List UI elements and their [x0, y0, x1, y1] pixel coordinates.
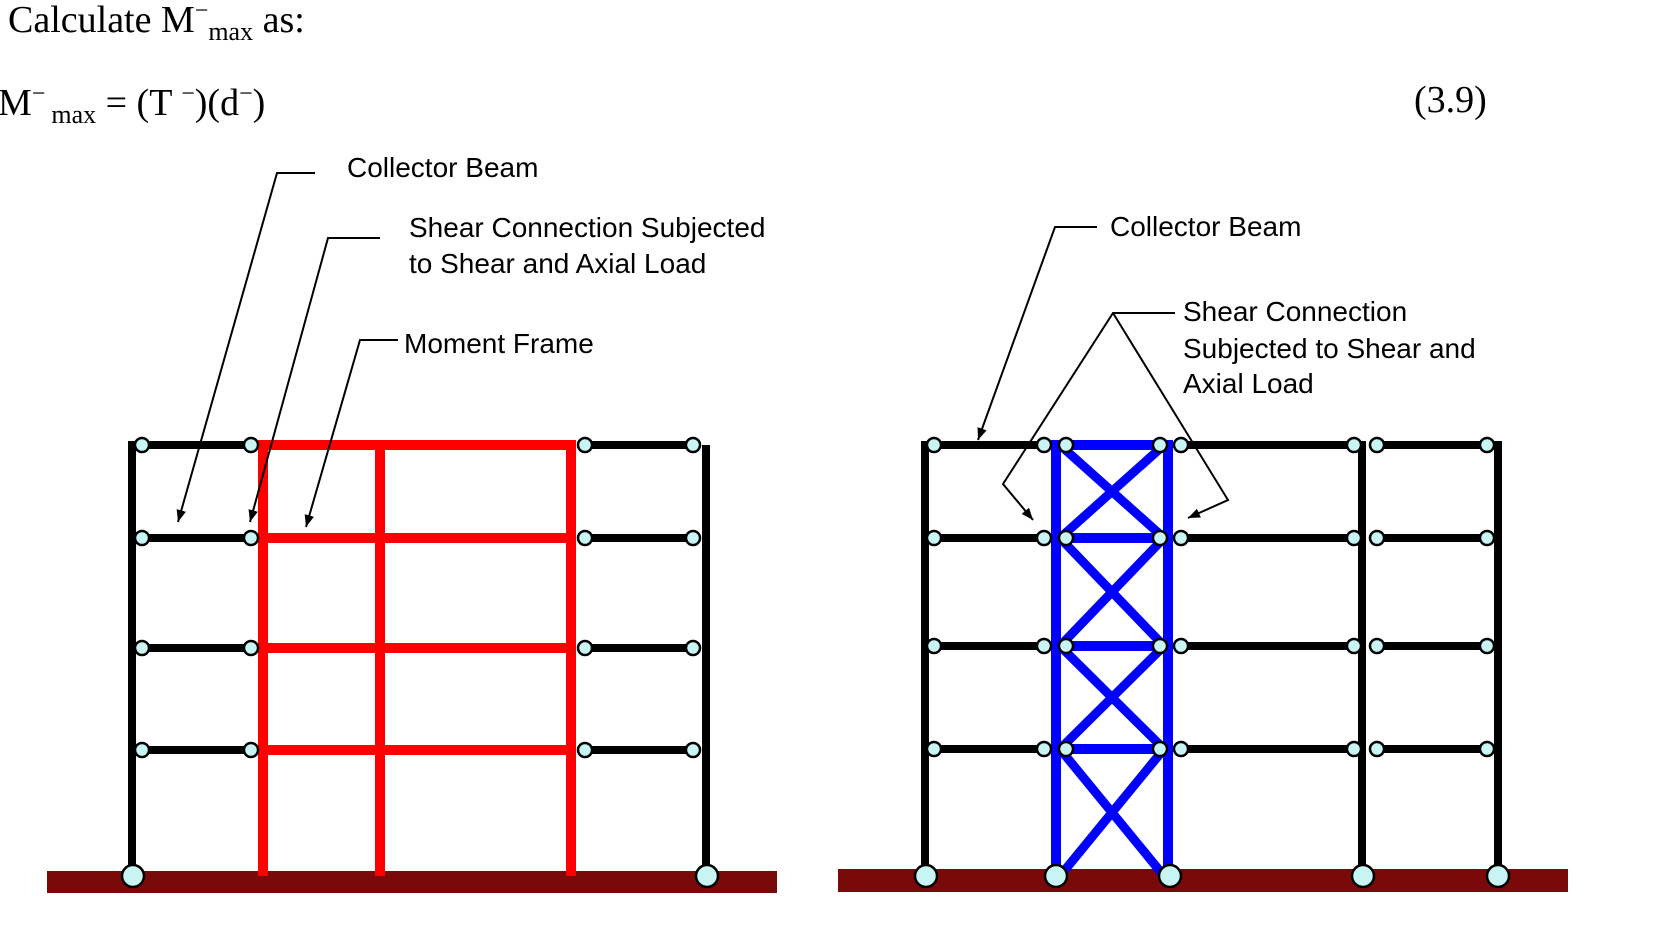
pin-joint: [1057, 529, 1075, 547]
pin-joint: [684, 741, 702, 759]
pin-joint: [242, 436, 260, 454]
leader-collector-beam: [176, 172, 315, 523]
braced-frame-diagram: [838, 226, 1568, 892]
pin-joint: [1478, 740, 1496, 758]
pin-joint: [242, 741, 260, 759]
pin-joint: [133, 436, 151, 454]
pin-joint: [576, 639, 594, 657]
base-pin: [1157, 863, 1183, 889]
pin-joint: [1057, 740, 1075, 758]
pin-joint: [1345, 436, 1363, 454]
leader-shear-connection: [1001, 312, 1175, 521]
leader-collector-beam: [977, 226, 1097, 441]
pin-joint: [1057, 637, 1075, 655]
base-pin: [1350, 863, 1376, 889]
pin-joint: [242, 639, 260, 657]
pin-joint: [1151, 436, 1169, 454]
equation-number: (3.9): [1414, 79, 1487, 121]
base-pin: [1043, 863, 1069, 889]
base-pin: [120, 863, 146, 889]
pin-joint: [1368, 529, 1386, 547]
label-shear-connection-right-1: Shear Connection: [1183, 296, 1407, 327]
pin-joint: [1345, 529, 1363, 547]
x-brace: [1056, 534, 1168, 650]
pin-joint: [1151, 740, 1169, 758]
pin-joint: [1172, 436, 1190, 454]
pin-joint: [684, 436, 702, 454]
ground: [838, 869, 1568, 892]
pin-joint: [576, 529, 594, 547]
pin-joint: [242, 529, 260, 547]
base-pin: [694, 863, 720, 889]
pin-joint: [1151, 637, 1169, 655]
pin-joint: [1345, 637, 1363, 655]
pin-joint: [133, 529, 151, 547]
equation: M−max = (T −)(d−): [0, 81, 265, 129]
pin-joint: [576, 436, 594, 454]
pin-joint: [133, 741, 151, 759]
x-brace: [1056, 746, 1168, 879]
label-shear-connection-left-2: to Shear and Axial Load: [409, 248, 706, 279]
pin-joint: [1172, 740, 1190, 758]
pin-joint: [1035, 529, 1053, 547]
label-collector-beam-right: Collector Beam: [1110, 211, 1301, 242]
pin-joint: [925, 740, 943, 758]
pin-joint: [1035, 740, 1053, 758]
pin-joint: [925, 436, 943, 454]
pin-joint: [1151, 529, 1169, 547]
leader-moment-frame: [304, 339, 398, 528]
moment-frame-diagram: [47, 172, 777, 893]
pin-joint: [1368, 740, 1386, 758]
pin-joint: [925, 529, 943, 547]
label-shear-connection-right-2: Subjected to Shear and: [1183, 333, 1476, 364]
pin-joint: [1368, 637, 1386, 655]
pin-joint: [1345, 740, 1363, 758]
label-moment-frame: Moment Frame: [404, 328, 594, 359]
ground: [47, 871, 777, 893]
x-brace: [1057, 441, 1167, 542]
label-shear-connection-left-1: Shear Connection Subjected: [409, 212, 765, 243]
pin-joint: [684, 529, 702, 547]
pin-joint: [1035, 637, 1053, 655]
pin-joint: [576, 741, 594, 759]
label-shear-connection-right-3: Axial Load: [1183, 368, 1314, 399]
pin-joint: [684, 639, 702, 657]
pin-joint: [133, 639, 151, 657]
leader-shear-connection: [248, 237, 380, 523]
pin-joint: [1478, 436, 1496, 454]
pin-joint: [1172, 637, 1190, 655]
pin-joint: [1368, 436, 1386, 454]
intro-text: Calculate M−max as:: [8, 0, 305, 46]
pin-joint: [1172, 529, 1190, 547]
x-brace: [1056, 642, 1168, 753]
pin-joint: [1035, 436, 1053, 454]
leader-shear-connection: [1112, 312, 1230, 519]
pin-joint: [1478, 637, 1496, 655]
pin-joint: [1478, 529, 1496, 547]
base-pin: [1485, 863, 1511, 889]
label-collector-beam-left: Collector Beam: [347, 152, 538, 183]
pin-joint: [925, 637, 943, 655]
base-pin: [913, 863, 939, 889]
pin-joint: [1057, 436, 1075, 454]
